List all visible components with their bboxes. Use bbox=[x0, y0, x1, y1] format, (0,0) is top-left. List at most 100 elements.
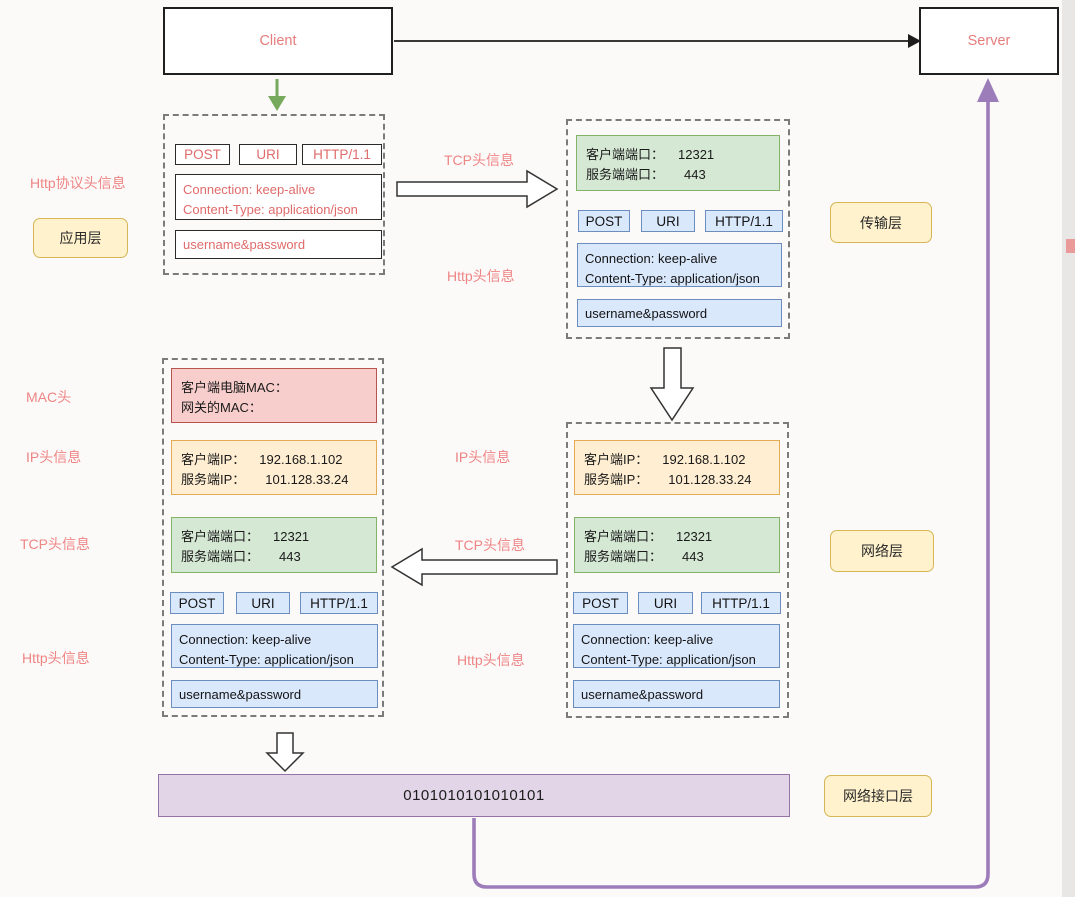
tcp-client-port-line: 客户端端口： 12321 bbox=[181, 527, 376, 547]
http-method-label: POST bbox=[178, 595, 216, 611]
http-headers-box: Connection: keep-alive Content-Type: app… bbox=[171, 624, 378, 668]
ip-server-line: 服务端IP： 101.128.33.24 bbox=[181, 470, 376, 490]
tcp-client-port-label: 客户端端口： bbox=[586, 147, 665, 162]
tcp-port-box: 客户端端口： 12321 服务端端口：443 bbox=[171, 517, 377, 573]
ip-client-value: 192.168.1.102 bbox=[662, 452, 746, 467]
tcp-client-port-value: 12321 bbox=[678, 147, 715, 162]
http-body-box: username&password bbox=[577, 299, 782, 327]
bitstream-bar: 0101010101010101 bbox=[158, 774, 790, 817]
http-header-line2: Content-Type: application/json bbox=[585, 271, 760, 286]
layer-tag-network-label: 网络层 bbox=[861, 543, 903, 559]
ip-client-value: 192.168.1.102 bbox=[259, 452, 343, 467]
http-method-label: POST bbox=[585, 213, 623, 229]
client-node: Client bbox=[163, 7, 393, 75]
http-uri-label: URI bbox=[653, 595, 678, 611]
http-body-box: username&password bbox=[573, 680, 780, 708]
tcp-client-port-line: 客户端端口： 12321 bbox=[586, 145, 779, 165]
http-version-box: HTTP/1.1 bbox=[701, 592, 781, 614]
bitstream-label: 0101010101010101 bbox=[403, 787, 545, 804]
left-network-layer-packet-group: 客户端电脑MAC： 网关的MAC： 客户端IP：192.168.1.102 服务… bbox=[162, 358, 384, 717]
http-method-box: POST bbox=[573, 592, 628, 614]
http-header-line1: Connection: keep-alive bbox=[183, 182, 316, 197]
annotation-tcp-header-left: TCP头信息 bbox=[20, 536, 90, 552]
block-arrow-down-physical-icon bbox=[265, 732, 305, 773]
layer-tag-transport-label: 传输层 bbox=[860, 214, 902, 231]
http-headers-box: Connection: keep-alive Content-Type: app… bbox=[577, 243, 782, 287]
http-headers-box: Connection: keep-alive Content-Type: app… bbox=[175, 174, 382, 220]
http-version-label: HTTP/1.1 bbox=[313, 147, 371, 162]
annotation-ip-header-left: IP头信息 bbox=[26, 449, 82, 465]
http-header-line2: Content-Type: application/json bbox=[581, 652, 756, 667]
tcp-server-port-label: 服务端端口： bbox=[584, 549, 663, 564]
http-uri-box: URI bbox=[638, 592, 693, 614]
tcp-client-port-line: 客户端端口：12321 bbox=[584, 527, 779, 547]
client-down-arrowhead-icon bbox=[268, 96, 286, 111]
annotation-http-header-top: Http头信息 bbox=[447, 268, 515, 284]
http-uri-label: URI bbox=[656, 213, 680, 229]
tcp-client-port-label: 客户端端口： bbox=[181, 529, 260, 544]
http-version-box: HTTP/1.1 bbox=[302, 144, 382, 165]
http-uri-box: URI bbox=[236, 592, 290, 614]
http-version-label: HTTP/1.1 bbox=[310, 595, 368, 611]
http-uri-label: URI bbox=[251, 595, 275, 611]
ip-server-line: 服务端IP：101.128.33.24 bbox=[584, 470, 779, 490]
layer-tag-network: 网络层 bbox=[830, 530, 934, 572]
http-uri-box: URI bbox=[641, 210, 695, 232]
http-body-label: username&password bbox=[179, 686, 302, 702]
ip-box: 客户端IP：192.168.1.102 服务端IP：101.128.33.24 bbox=[574, 440, 780, 495]
http-body-box: username&password bbox=[171, 680, 378, 708]
http-header-line1: Connection: keep-alive bbox=[585, 251, 718, 266]
http-version-label: HTTP/1.1 bbox=[715, 213, 773, 229]
http-method-label: POST bbox=[184, 147, 221, 162]
http-body-label: username&password bbox=[581, 686, 704, 702]
annotation-http-protocol-header: Http协议头信息 bbox=[30, 175, 126, 191]
http-header-line2: Content-Type: application/json bbox=[183, 202, 358, 217]
http-header-line1: Connection: keep-alive bbox=[581, 632, 714, 647]
mac-gateway-line: 网关的MAC： bbox=[181, 400, 262, 415]
http-version-label: HTTP/1.1 bbox=[712, 595, 770, 611]
mac-box: 客户端电脑MAC： 网关的MAC： bbox=[171, 368, 377, 423]
ip-server-label: 服务端IP： bbox=[584, 472, 649, 487]
annotation-tcp-header-top: TCP头信息 bbox=[444, 152, 514, 168]
annotation-ip-header-mid: IP头信息 bbox=[455, 449, 511, 465]
tcp-server-port-label: 服务端端口： bbox=[586, 167, 665, 182]
ip-server-value: 101.128.33.24 bbox=[265, 472, 349, 487]
tcp-port-box: 客户端端口：12321 服务端端口： 443 bbox=[574, 517, 780, 573]
http-method-box: POST bbox=[170, 592, 224, 614]
ip-box: 客户端IP：192.168.1.102 服务端IP： 101.128.33.24 bbox=[171, 440, 377, 495]
server-node: Server bbox=[919, 7, 1059, 75]
layer-tag-network-interface: 网络接口层 bbox=[824, 775, 932, 817]
http-body-label: username&password bbox=[183, 237, 306, 252]
tcp-server-port-value: 443 bbox=[684, 167, 706, 182]
annotation-http-header-mid: Http头信息 bbox=[457, 652, 525, 668]
ip-server-label: 服务端IP： bbox=[181, 472, 246, 487]
tcp-server-port-value: 443 bbox=[682, 549, 704, 564]
http-method-box: POST bbox=[578, 210, 630, 232]
layer-tag-network-interface-label: 网络接口层 bbox=[843, 788, 913, 804]
edge-marker bbox=[1066, 239, 1075, 253]
http-body-box: username&password bbox=[175, 230, 382, 259]
http-body-label: username&password bbox=[585, 305, 708, 321]
layer-tag-transport: 传输层 bbox=[830, 202, 932, 243]
ip-client-line: 客户端IP：192.168.1.102 bbox=[181, 450, 376, 470]
http-version-box: HTTP/1.1 bbox=[705, 210, 783, 232]
right-edge-band bbox=[1062, 0, 1075, 897]
app-layer-packet-group: POST URI HTTP/1.1 Connection: keep-alive… bbox=[163, 114, 385, 275]
annotation-mac-header-left: MAC头 bbox=[26, 389, 72, 405]
tcp-server-port-line: 服务端端口：443 bbox=[181, 547, 376, 567]
http-uri-box: URI bbox=[239, 144, 297, 165]
transport-layer-packet-group: 客户端端口：12321 服务端端口：443 POST URI HTTP/1.1 … bbox=[566, 119, 790, 339]
mac-client-line: 客户端电脑MAC： bbox=[181, 380, 288, 395]
tcp-server-port-label: 服务端端口： bbox=[181, 549, 260, 564]
http-method-box: POST bbox=[175, 144, 230, 165]
physical-to-server-arrowhead-icon bbox=[977, 78, 999, 102]
tcp-port-box: 客户端端口： 12321 服务端端口： 443 bbox=[576, 135, 780, 191]
tcp-server-port-line: 服务端端口： 443 bbox=[586, 165, 779, 185]
tcp-client-port-label: 客户端端口： bbox=[584, 529, 663, 544]
http-uri-label: URI bbox=[256, 147, 280, 162]
annotation-http-header-left: Http头信息 bbox=[22, 650, 90, 666]
layer-tag-application: 应用层 bbox=[33, 218, 128, 258]
block-arrow-down-transport-icon bbox=[649, 347, 695, 422]
tcp-client-port-value: 12321 bbox=[273, 529, 310, 544]
